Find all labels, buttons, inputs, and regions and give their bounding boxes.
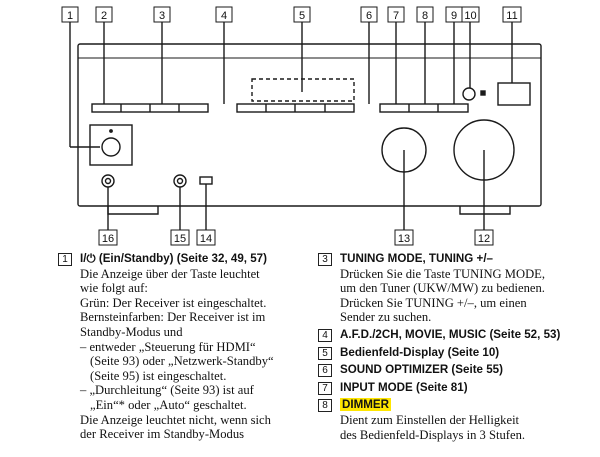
legend-heading: A.F.D./2CH, MOVIE, MUSIC (Seite 52, 53) [340, 327, 561, 341]
svg-text:15: 15 [174, 233, 186, 245]
legend-heading: INPUT MODE (Seite 81) [340, 380, 468, 394]
callout-3: 3 [153, 6, 171, 23]
front-panel-display [251, 78, 355, 102]
callout-2: 2 [95, 6, 113, 23]
callout-7: 7 [387, 6, 405, 23]
legend-entry-3: 3 TUNING MODE, TUNING +/– Drücken Sie di… [318, 252, 598, 325]
legend-heading: I/⏻ (Ein/Standby) (Seite 32, 49, 57) [80, 252, 267, 265]
legend-number: 3 [318, 253, 332, 266]
callout-6: 6 [360, 6, 378, 23]
callout-8: 8 [416, 6, 434, 23]
svg-text:14: 14 [200, 233, 212, 245]
legend-line: Die Anzeige über der Taste leuchtet [80, 266, 260, 281]
legend-entry-7: 7 INPUT MODE (Seite 81) [318, 381, 598, 396]
svg-text:7: 7 [393, 10, 399, 22]
indicator-window [497, 82, 531, 106]
headphone-jack [101, 174, 115, 188]
svg-text:8: 8 [422, 10, 428, 22]
legend-number: 7 [318, 381, 332, 395]
svg-text:9: 9 [451, 10, 457, 22]
usb-port [199, 176, 213, 185]
svg-text:10: 10 [464, 10, 476, 22]
legend-left-column: 1 I/⏻ (Ein/Standby) (Seite 32, 49, 57) D… [58, 252, 308, 442]
legend-number: 1 [58, 253, 72, 266]
audio-input-jack [173, 174, 187, 188]
remote-sensor [462, 87, 476, 101]
callout-5: 5 [293, 6, 311, 23]
legend-heading: TUNING MODE, TUNING +/– [340, 252, 493, 265]
callout-15: 15 [170, 229, 190, 246]
legend-heading: Bedienfeld-Display (Seite 10) [340, 345, 500, 359]
legend-line: Die Anzeige leuchtet nicht, wenn sich [80, 412, 271, 427]
legend-line: Bernsteinfarben: Der Receiver ist im [80, 310, 266, 325]
legend-heading-dimmer: DIMMER [340, 398, 598, 413]
svg-text:1: 1 [67, 10, 73, 22]
legend-number: 8 [318, 399, 332, 413]
svg-text:11: 11 [506, 10, 517, 22]
legend-line: Sender zu suchen. [340, 310, 432, 325]
callout-16: 16 [98, 229, 118, 246]
legend-line: (Seite 95) ist eingeschaltet. [90, 368, 227, 383]
legend-line: Dient zum Einstellen der Helligkeit [340, 412, 520, 427]
left-foot [107, 206, 159, 215]
legend-line: um den Tuner (UKW/MW) zu bedienen. [340, 281, 545, 296]
legend-line: der Receiver im Standby-Modus [80, 427, 245, 442]
svg-text:12: 12 [478, 233, 490, 245]
receiver-front-panel-diagram: 1 2 3 4 5 6 7 8 9 10 11 12 13 14 15 16 [61, 6, 542, 246]
legend-number: 5 [318, 346, 332, 360]
svg-text:3: 3 [159, 10, 165, 22]
legend-line: „Ein“* oder „Auto“ geschaltet. [90, 397, 247, 412]
highlighted-heading: DIMMER [340, 398, 392, 412]
callout-13: 13 [394, 229, 414, 246]
legend-line: des Bedienfeld-Displays in 3 Stufen. [340, 427, 526, 442]
svg-text:6: 6 [366, 10, 372, 22]
callout-14: 14 [196, 229, 216, 246]
callout-4: 4 [215, 6, 233, 23]
callout-12: 12 [474, 229, 494, 246]
legend-line: – „Durchleitung“ (Seite 93) ist auf [80, 383, 254, 398]
svg-text:5: 5 [299, 10, 305, 22]
legend-entry-5: 5 Bedienfeld-Display (Seite 10) [318, 346, 598, 361]
legend-line: Standby-Modus und [80, 324, 183, 339]
legend-line: Drücken Sie die Taste TUNING MODE, [340, 266, 546, 281]
legend-entry-8: 8 DIMMER Dient zum Einstellen der Hellig… [318, 398, 598, 442]
button-row-right [379, 103, 469, 113]
callout-9: 9 [445, 6, 463, 23]
legend-entry-4: 4 A.F.D./2CH, MOVIE, MUSIC (Seite 52, 53… [318, 328, 598, 343]
callout-10: 10 [461, 6, 480, 23]
legend-number: 4 [318, 328, 332, 342]
legend-line: Grün: Der Receiver ist eingeschaltet. [80, 295, 267, 310]
legend-line: Drücken Sie TUNING +/–, um einen [340, 295, 527, 310]
legend-entry-6: 6 SOUND OPTIMIZER (Seite 55) [318, 363, 598, 378]
receiver-chassis [77, 43, 542, 207]
callout-11: 11 [502, 6, 522, 23]
svg-text:13: 13 [398, 233, 410, 245]
svg-text:2: 2 [101, 10, 107, 22]
svg-text:16: 16 [102, 233, 114, 245]
legend-line: – entweder „Steuerung für HDMI“ [80, 339, 256, 354]
svg-text:4: 4 [221, 10, 227, 22]
right-foot [459, 206, 511, 215]
power-button [101, 137, 121, 157]
callout-1: 1 [61, 6, 79, 23]
legend-heading: SOUND OPTIMIZER (Seite 55) [340, 363, 503, 377]
legend-entry-1: 1 I/⏻ (Ein/Standby) (Seite 32, 49, 57) D… [58, 252, 308, 442]
legend-number: 6 [318, 364, 332, 378]
power-button-frame [89, 124, 133, 166]
legend-line: (Seite 93) oder „Netzwerk-Standby“ [90, 354, 274, 369]
legend-right-column: 3 TUNING MODE, TUNING +/– Drücken Sie di… [318, 252, 598, 442]
legend-line: wie folgt auf: [80, 281, 148, 296]
